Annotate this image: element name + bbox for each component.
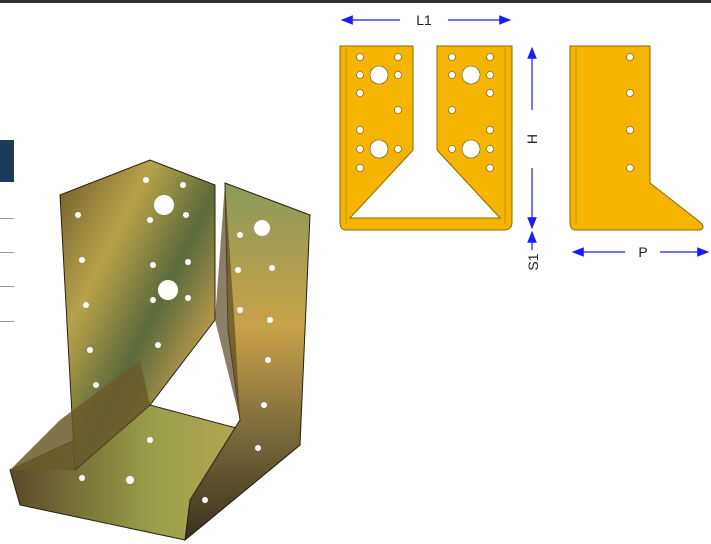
joist-hanger-photo <box>9 159 311 542</box>
dimension-l1: L1 <box>340 12 512 28</box>
table-row <box>0 218 14 253</box>
dimension-h: H <box>524 46 540 230</box>
dimension-label-l1: L1 <box>416 12 432 28</box>
front-view-drawing <box>339 45 513 231</box>
top-divider <box>0 0 711 3</box>
dimension-label-p: P <box>638 244 647 260</box>
table-row <box>0 252 14 287</box>
dimension-p: P <box>571 244 710 260</box>
dimension-label-s1: S1 <box>525 253 541 270</box>
side-tab[interactable] <box>0 140 14 182</box>
dimension-label-h: H <box>524 134 540 144</box>
side-view-drawing <box>569 45 704 231</box>
table-row <box>0 286 14 322</box>
dimension-s1: S1 <box>525 230 541 271</box>
